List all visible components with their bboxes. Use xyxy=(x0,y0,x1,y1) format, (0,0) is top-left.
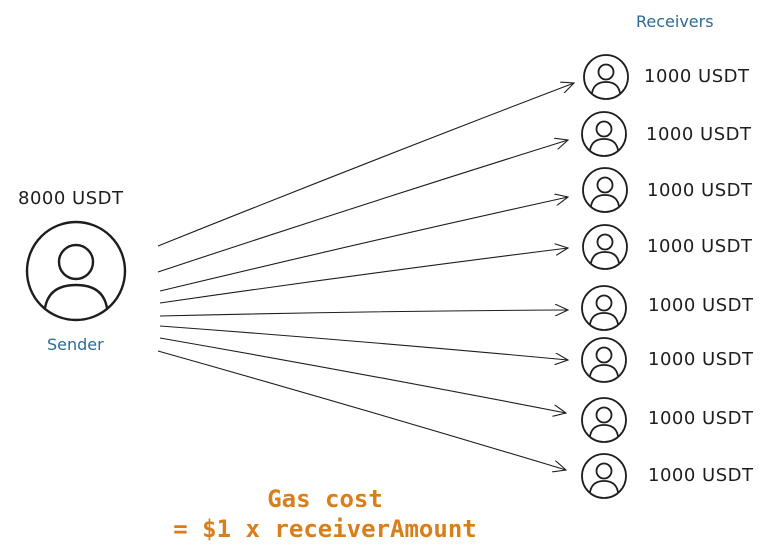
sender-user-icon xyxy=(25,220,127,322)
receiver-amount-8: 1000 USDT xyxy=(648,465,754,486)
transfer-arrow-6 xyxy=(159,325,568,360)
transfer-arrow-2 xyxy=(157,140,568,273)
receiver-user-icon-4 xyxy=(582,224,628,270)
receiver-user-icon-3 xyxy=(582,167,628,213)
transfer-arrow-7 xyxy=(159,337,566,413)
sender-caption: Sender xyxy=(47,335,104,354)
receiver-amount-3: 1000 USDT xyxy=(647,180,753,201)
receiver-amount-7: 1000 USDT xyxy=(648,408,754,429)
receiver-user-icon-5 xyxy=(581,285,627,331)
sender-amount: 8000 USDT xyxy=(18,188,124,209)
transfer-arrow-8 xyxy=(157,350,566,470)
gas-cost-formula: = $1 x receiverAmount xyxy=(173,515,477,543)
receiver-amount-2: 1000 USDT xyxy=(646,124,752,145)
receiver-user-icon-1 xyxy=(583,54,629,100)
receiver-user-icon-6 xyxy=(581,337,627,383)
transfer-arrows xyxy=(157,83,574,470)
gas-cost-title: Gas cost xyxy=(267,485,383,513)
gas-cost-note: Gas cost = $1 x receiverAmount xyxy=(150,484,500,544)
receivers-title: Receivers xyxy=(636,12,714,31)
transfer-arrow-4 xyxy=(159,248,568,304)
receiver-amount-4: 1000 USDT xyxy=(647,236,753,257)
receiver-user-icon-2 xyxy=(581,111,627,157)
receiver-icons xyxy=(581,54,629,499)
receiver-user-icon-7 xyxy=(581,397,627,443)
receiver-user-icon-8 xyxy=(581,453,627,499)
transfer-arrow-1 xyxy=(157,83,574,247)
receiver-amount-1: 1000 USDT xyxy=(644,66,750,87)
receiver-amount-5: 1000 USDT xyxy=(648,295,754,316)
transfer-arrow-5 xyxy=(159,310,568,317)
receiver-amount-6: 1000 USDT xyxy=(648,349,754,370)
transfer-arrow-3 xyxy=(159,197,568,292)
